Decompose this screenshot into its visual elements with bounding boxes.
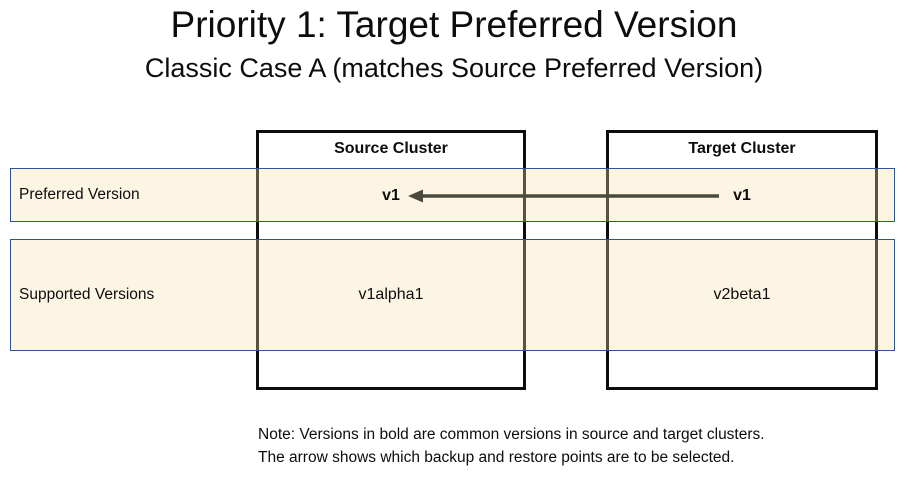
slide-title: Priority 1: Target Preferred Version [170, 4, 738, 45]
version-match-arrow-icon [408, 189, 719, 203]
target-cluster-header: Target Cluster [688, 140, 796, 157]
preferred-version-row: Preferred Version [10, 168, 895, 222]
source-preferred-version-value: v1 [382, 187, 400, 204]
slide-subtitle: Classic Case A (matches Source Preferred… [144, 53, 764, 83]
target-supported-versions-value: v2beta1 [713, 286, 771, 303]
source-cluster-header: Source Cluster [334, 140, 448, 157]
supported-versions-row: Supported Versions [10, 239, 895, 351]
target-preferred-version-value: v1 [733, 187, 751, 204]
note-line-1: Note: Versions in bold are common versio… [258, 426, 765, 443]
preferred-version-row-label: Preferred Version [19, 186, 140, 203]
target-cluster-box: Target Cluster [606, 130, 878, 390]
source-supported-versions-value: v1alpha1 [358, 286, 424, 303]
source-cluster-box: Source Cluster [256, 130, 526, 390]
supported-versions-row-label: Supported Versions [19, 286, 155, 303]
note-text: Note: Versions in bold are common versio… [258, 423, 898, 469]
note-line-2: The arrow shows which backup and restore… [258, 449, 735, 466]
